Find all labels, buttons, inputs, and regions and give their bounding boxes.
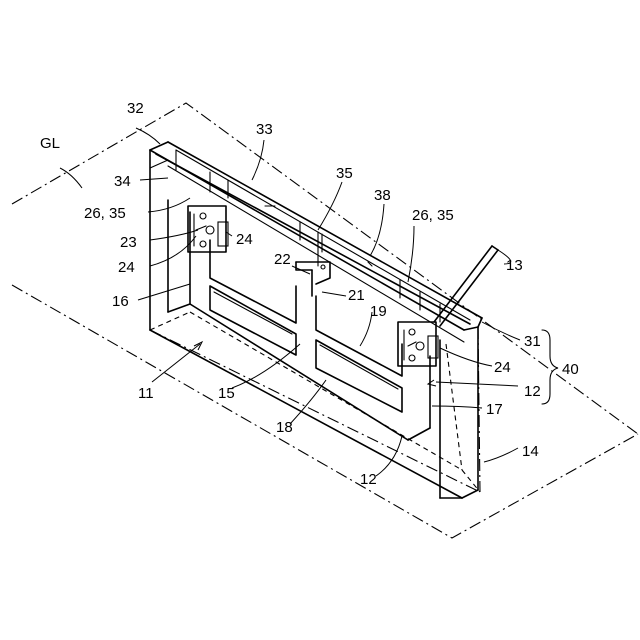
label-11: 11 xyxy=(138,385,154,402)
label-19: 19 xyxy=(370,303,387,320)
brace-40 xyxy=(542,330,558,404)
label-21: 21 xyxy=(348,287,365,304)
label-26-35-left: 26, 35 xyxy=(84,205,126,222)
label-18: 18 xyxy=(276,419,293,436)
label-12-bottom: 12 xyxy=(360,471,377,488)
label-31: 31 xyxy=(524,333,541,350)
label-22: 22 xyxy=(274,251,291,268)
label-17: 17 xyxy=(486,401,503,418)
label-23: 23 xyxy=(120,234,137,251)
right-clamp xyxy=(398,322,438,366)
label-35: 35 xyxy=(336,165,353,182)
ground-level-plane xyxy=(12,103,638,538)
rod xyxy=(434,246,498,326)
label-24-right: 24 xyxy=(494,359,511,376)
label-14: 14 xyxy=(522,443,539,460)
buried-box xyxy=(150,150,478,498)
label-13: 13 xyxy=(506,257,523,274)
reference-numerals: GL 32 33 34 35 38 26, 35 26, 35 23 24 24… xyxy=(40,100,579,488)
label-33: 33 xyxy=(256,121,273,138)
label-38: 38 xyxy=(374,187,391,204)
label-gl: GL xyxy=(40,135,60,152)
label-15: 15 xyxy=(218,385,235,402)
openings xyxy=(210,240,402,412)
label-32: 32 xyxy=(127,100,144,117)
label-24-left: 24 xyxy=(118,259,135,276)
label-34: 34 xyxy=(114,173,131,190)
left-clamp xyxy=(188,206,228,252)
center-bracket xyxy=(296,232,330,296)
label-24-upper: 24 xyxy=(236,231,253,248)
label-12-right: 12 xyxy=(524,383,541,400)
label-26-35-right: 26, 35 xyxy=(412,207,454,224)
label-16: 16 xyxy=(112,293,129,310)
label-40: 40 xyxy=(562,361,579,378)
